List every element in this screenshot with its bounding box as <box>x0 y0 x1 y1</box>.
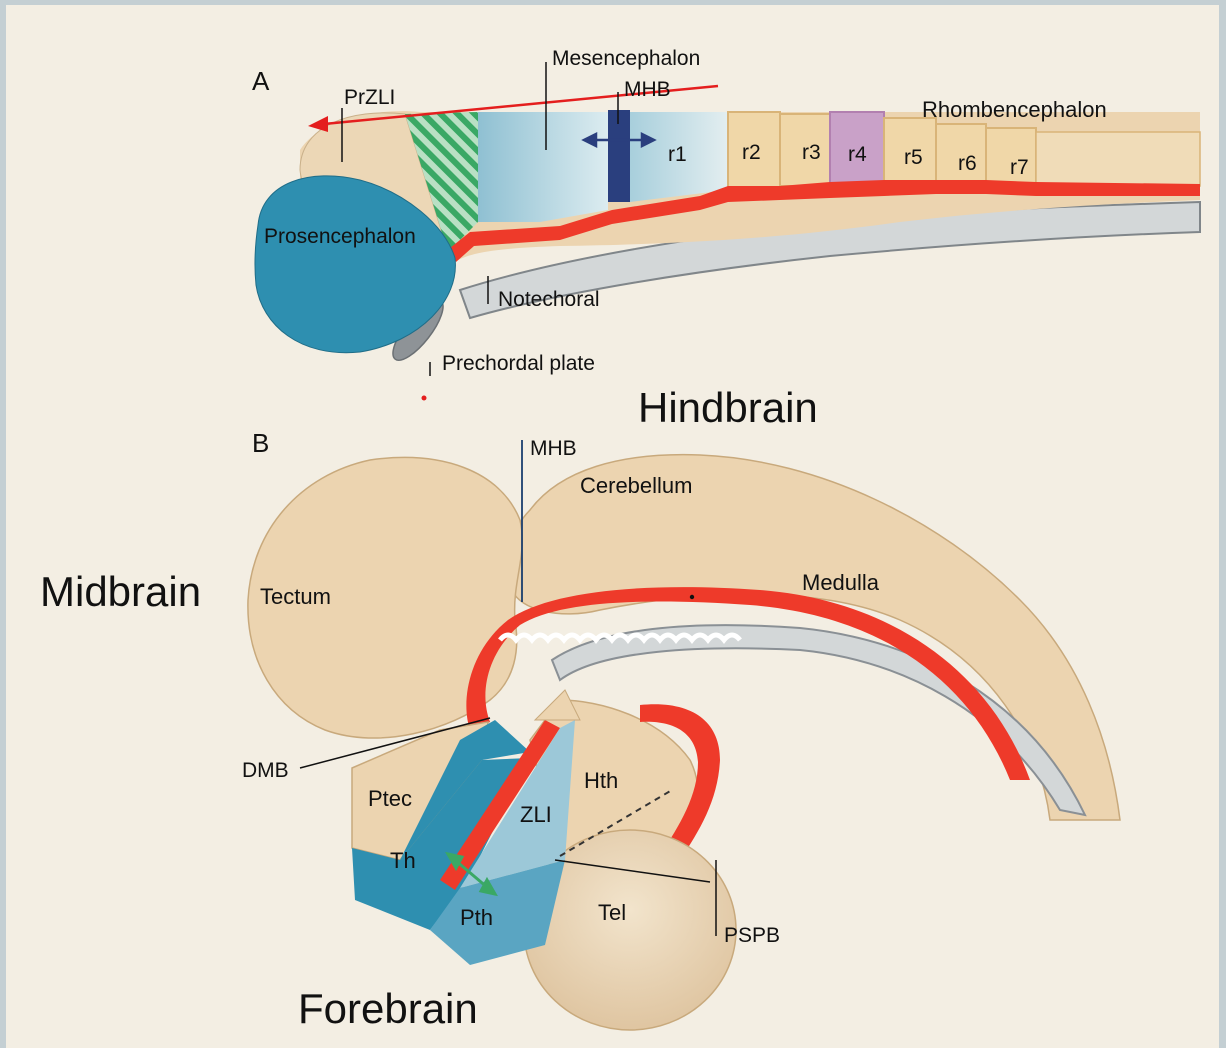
label-pth: Pth <box>460 905 493 930</box>
label-przli: PrZLI <box>344 86 395 109</box>
left-border <box>0 0 6 1048</box>
label-mhb-a: MHB <box>624 78 671 101</box>
black-dot-marker <box>690 595 694 599</box>
label-mhb-b: MHB <box>530 437 577 460</box>
label-ptec: Ptec <box>368 786 412 811</box>
panel-a-letter: A <box>252 66 270 96</box>
label-mesencephalon: Mesencephalon <box>552 47 700 70</box>
label-r2: r2 <box>742 141 761 164</box>
overlay-forebrain: Forebrain <box>298 985 478 1032</box>
right-border <box>1219 0 1226 1048</box>
red-dot-marker <box>422 396 427 401</box>
label-th: Th <box>390 848 416 873</box>
overlay-hindbrain: Hindbrain <box>638 384 818 431</box>
label-hth: Hth <box>584 768 618 793</box>
label-prosencephalon: Prosencephalon <box>264 225 416 248</box>
label-medulla: Medulla <box>802 570 880 595</box>
panel-b-letter: B <box>252 428 269 458</box>
label-tectum: Tectum <box>260 584 331 609</box>
label-r6: r6 <box>958 152 977 175</box>
label-r3: r3 <box>802 141 821 164</box>
spinal-tail <box>1036 132 1200 186</box>
label-r1: r1 <box>668 143 687 166</box>
label-r4: r4 <box>848 143 867 166</box>
label-notechoral: Notechoral <box>498 288 600 311</box>
label-dmb: DMB <box>242 759 289 782</box>
label-zli: ZLI <box>520 802 552 827</box>
label-pspb: PSPB <box>724 924 780 947</box>
label-r5: r5 <box>904 146 923 169</box>
label-tel: Tel <box>598 900 626 925</box>
top-border <box>0 0 1226 5</box>
mhb-band <box>608 110 630 202</box>
label-prechordal-plate: Prechordal plate <box>442 352 595 375</box>
mesencephalon-region <box>478 112 608 222</box>
label-rhombencephalon: Rhombencephalon <box>922 97 1107 122</box>
label-r7: r7 <box>1010 156 1029 179</box>
label-cerebellum: Cerebellum <box>580 473 693 498</box>
overlay-midbrain: Midbrain <box>40 568 201 615</box>
